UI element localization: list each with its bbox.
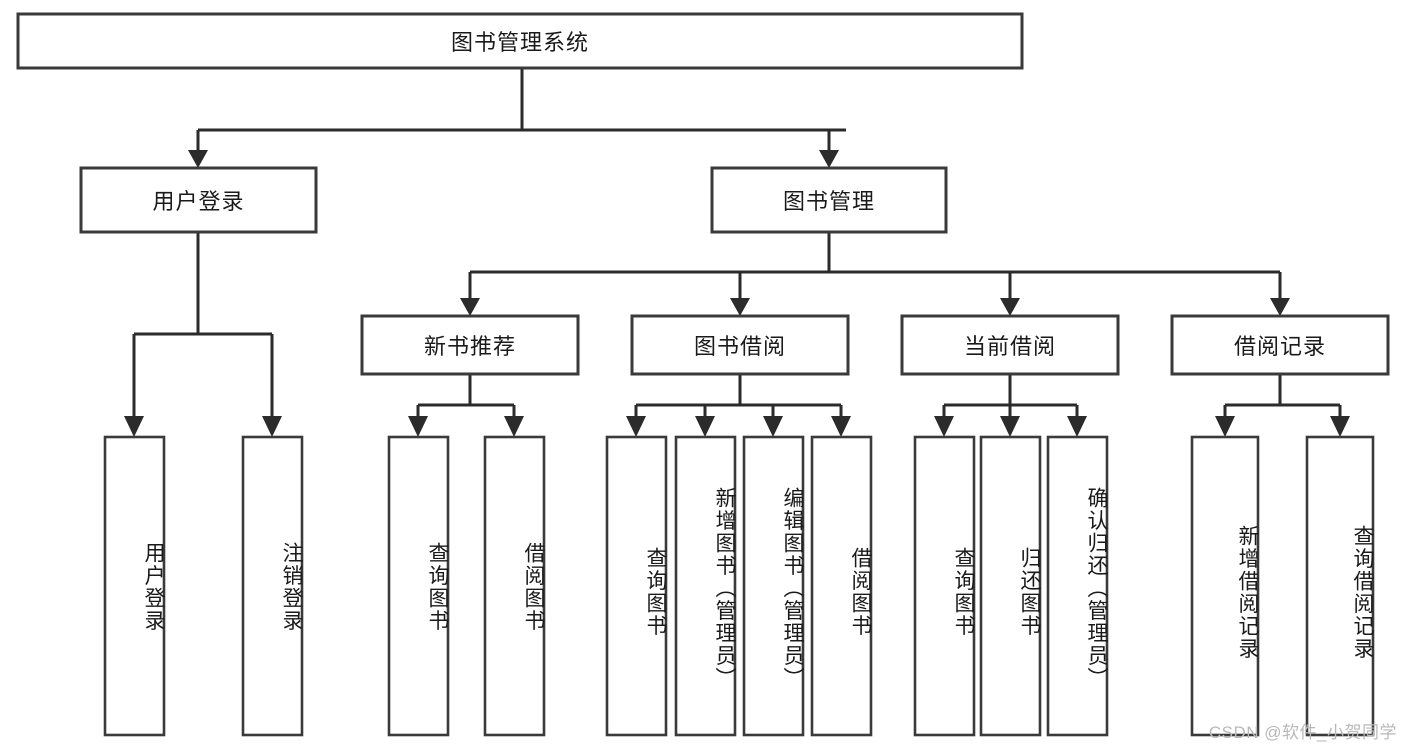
node-leaf-query-book-borrow[interactable]	[605, 435, 668, 737]
arrow-to-book-borrow	[730, 298, 750, 316]
arrow-to-leaf-confirm-return	[1067, 416, 1087, 437]
arrow-to-leaf-borrow-book-rec	[504, 416, 524, 437]
arrow-to-leaf-edit-book	[763, 416, 783, 437]
node-leaf-user-login[interactable]	[103, 435, 166, 737]
node-user-login[interactable]	[79, 166, 318, 234]
arrow-to-leaf-query-book-borrow	[626, 416, 646, 437]
arrow-to-leaf-query-book-rec	[408, 416, 428, 437]
arrow-to-leaf-logout	[262, 416, 282, 437]
node-leaf-edit-book[interactable]	[742, 435, 805, 737]
arrow-to-borrow-record	[1270, 298, 1290, 316]
arrow-to-leaf-borrow-book	[831, 416, 851, 437]
arrow-to-leaf-query-record	[1330, 416, 1350, 437]
arrow-to-new-book-rec	[460, 298, 480, 316]
node-leaf-borrow-book-rec[interactable]	[483, 435, 546, 737]
node-leaf-add-book[interactable]	[674, 435, 737, 737]
csdn-watermark: CSDN @软件_小贺同学	[1208, 723, 1397, 742]
node-book-borrow[interactable]	[630, 314, 850, 376]
node-current-borrow[interactable]	[900, 314, 1120, 376]
box-layer	[16, 12, 1390, 737]
arrow-to-leaf-user-login	[124, 416, 144, 437]
node-borrow-record[interactable]	[1170, 314, 1390, 376]
node-leaf-query-book-cur[interactable]	[913, 435, 976, 737]
node-leaf-logout[interactable]	[241, 435, 304, 737]
node-leaf-add-record[interactable]	[1190, 435, 1260, 737]
node-book-manage[interactable]	[710, 166, 948, 234]
node-leaf-return-book[interactable]	[979, 435, 1042, 737]
connector-layer	[124, 68, 1350, 437]
arrow-to-leaf-query-book-cur	[934, 416, 954, 437]
node-leaf-query-book-rec[interactable]	[387, 435, 450, 737]
node-leaf-query-record[interactable]	[1305, 435, 1375, 737]
node-root[interactable]	[16, 12, 1024, 70]
arrow-to-current-borrow	[1000, 298, 1020, 316]
node-leaf-confirm-return[interactable]	[1046, 435, 1109, 737]
arrow-root-to-user-login	[188, 150, 208, 168]
node-new-book-rec[interactable]	[360, 314, 580, 376]
arrow-to-leaf-add-book	[695, 416, 715, 437]
node-leaf-borrow-book[interactable]	[810, 435, 873, 737]
arrow-to-leaf-add-record	[1215, 416, 1235, 437]
arrow-to-leaf-return-book	[1000, 416, 1020, 437]
arrow-root-to-book-manage	[819, 150, 839, 168]
